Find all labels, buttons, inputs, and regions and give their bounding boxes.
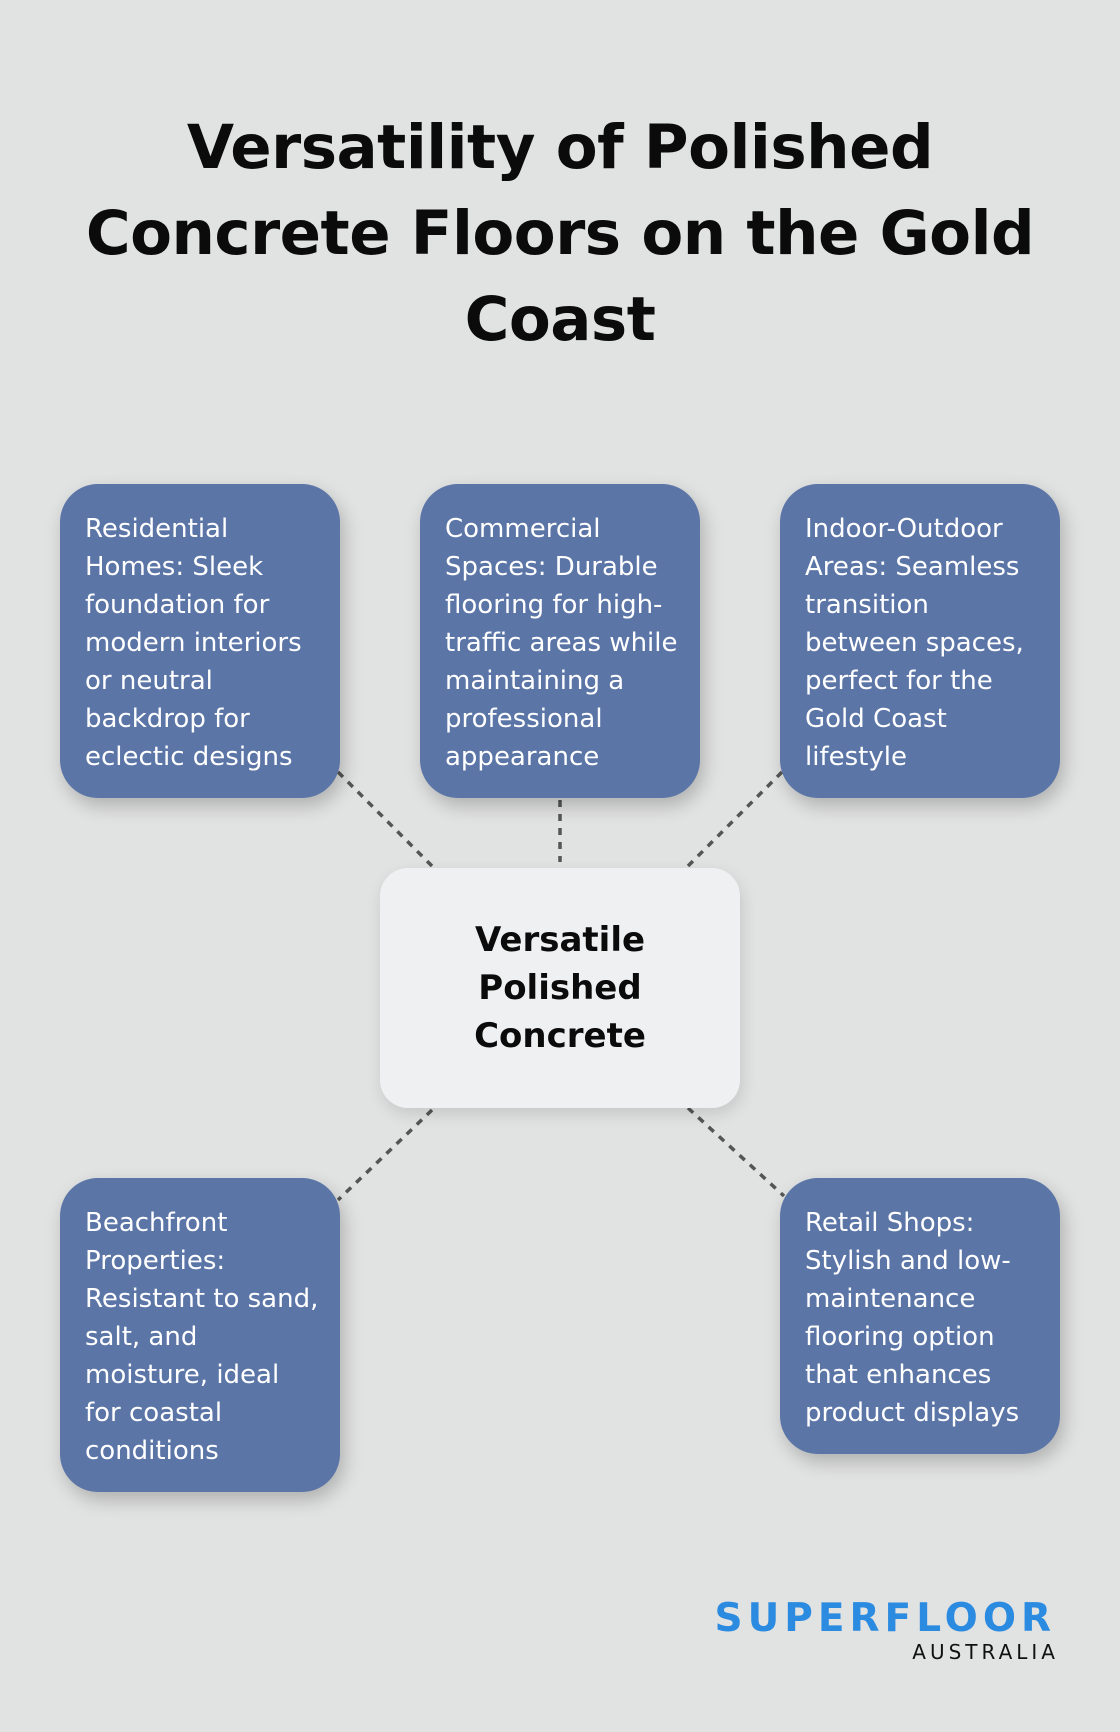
logo-subtitle: AUSTRALIA bbox=[912, 1640, 1059, 1664]
connector-residential bbox=[336, 770, 434, 868]
connector-indoor-outdoor bbox=[686, 770, 784, 868]
page-title: Versatility of Polished Concrete Floors … bbox=[85, 112, 1035, 355]
center-node: Versatile Polished Concrete bbox=[380, 868, 740, 1108]
node-indoor-outdoor-areas: Indoor-Outdoor Areas: Seamless transitio… bbox=[780, 484, 1060, 798]
connector-beachfront bbox=[336, 1108, 434, 1202]
connector-retail bbox=[686, 1106, 786, 1198]
node-retail-shops: Retail Shops: Stylish and low-maintenanc… bbox=[780, 1178, 1060, 1454]
node-commercial-spaces: Commercial Spaces: Durable flooring for … bbox=[420, 484, 700, 798]
node-residential-homes: Residential Homes: Sleek foundation for … bbox=[60, 484, 340, 798]
node-beachfront-properties: Beachfront Properties: Resistant to sand… bbox=[60, 1178, 340, 1492]
brand-logo: SUPERFLOOR AUSTRALIA bbox=[650, 1596, 1059, 1665]
center-node-label: Versatile Polished Concrete bbox=[474, 920, 646, 1056]
logo-name: SUPERFLOOR bbox=[714, 1596, 1056, 1641]
